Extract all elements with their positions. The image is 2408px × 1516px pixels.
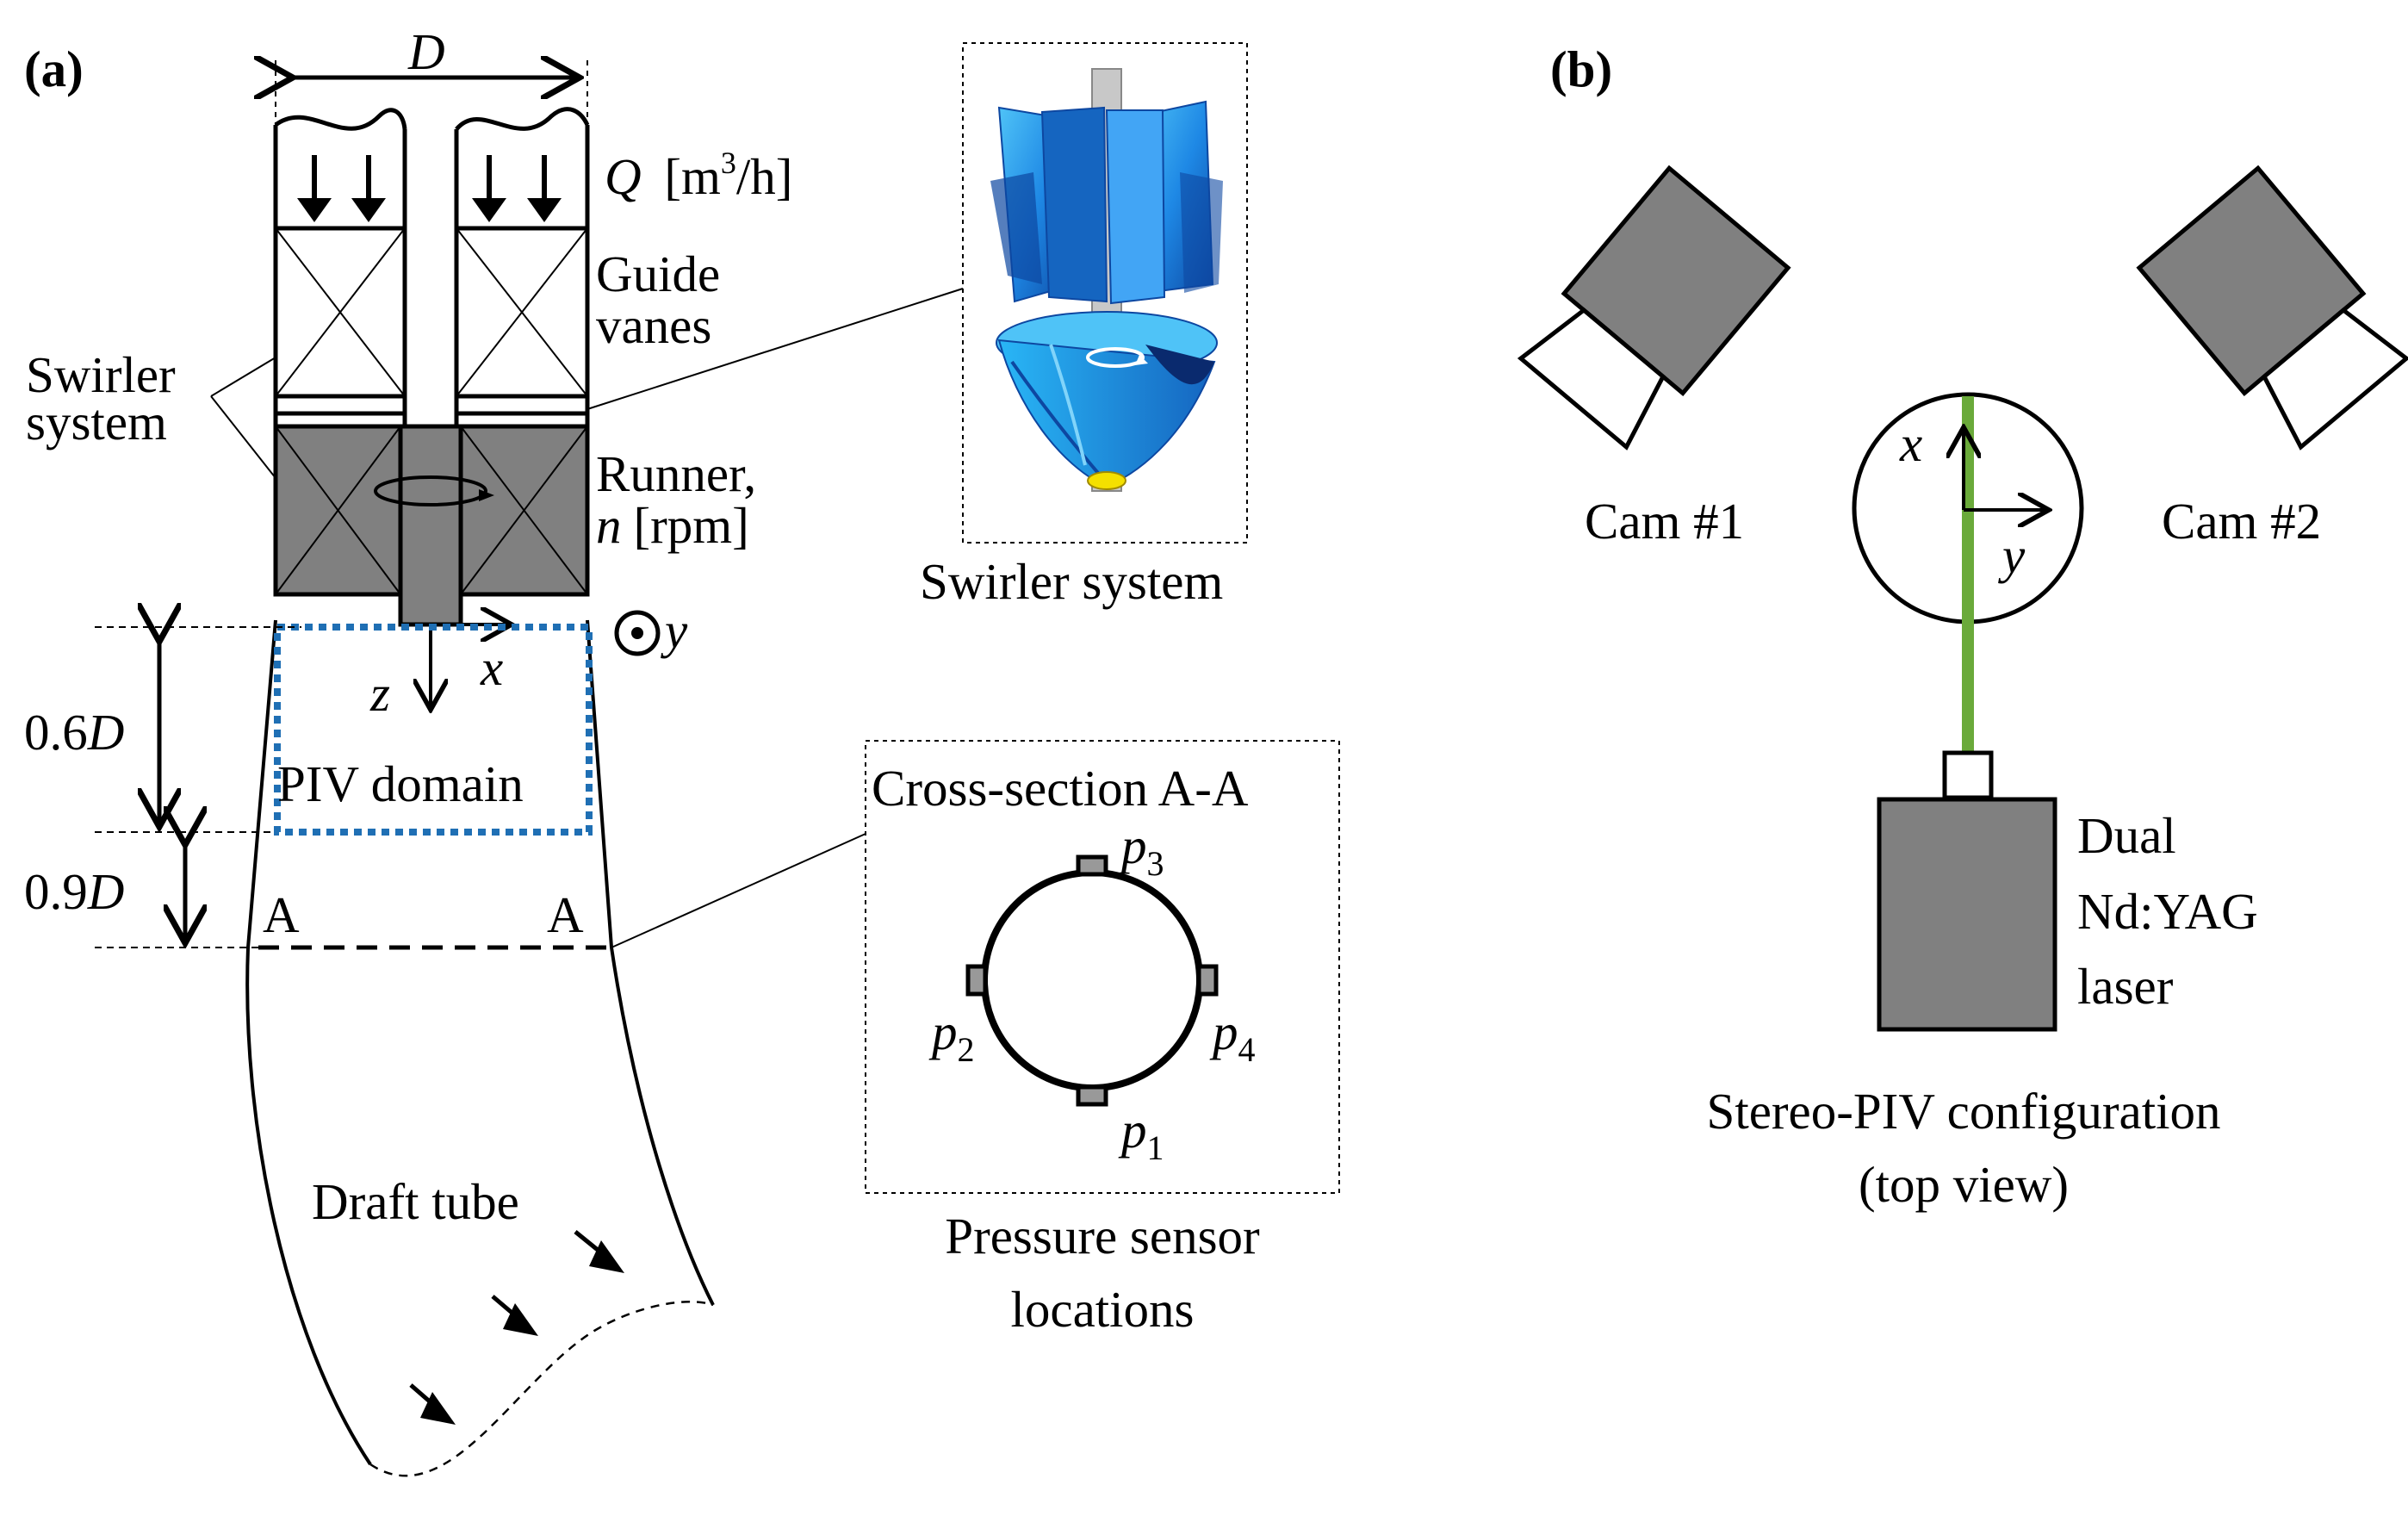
section-leader-line [611,833,866,948]
pressure-caption-1: Pressure sensor [945,1208,1260,1264]
svg-text:Q [m3/h]: Q [m3/h] [605,146,792,205]
p3-p: p [1118,817,1147,874]
piv-domain-label: PIV domain [277,755,524,812]
runner-label-2: n[rpm] [596,497,749,554]
runner [273,424,590,627]
sensor-p3-marker [1076,854,1108,877]
flow-Q: Q [605,148,642,205]
p1-p: p [1118,1102,1147,1159]
stereo-piv-caption-2: (top view) [1859,1156,2069,1213]
cross-section-circle [965,854,1219,1107]
sensor-p1-label: p1 [1118,1102,1164,1167]
guide-vanes [273,226,590,416]
swirler-leader-line [586,288,964,410]
dimension-06D-label: 0.6D [24,704,124,761]
dimension-06D-09D [95,627,301,948]
flow-unit-sup: 3 [721,146,736,180]
dimension-09D-label: 0.9D [24,863,124,920]
panel-b-label: (b) [1550,40,1612,97]
axes-b: x y [1899,415,2045,584]
camera-2-icon [2136,165,2408,450]
swirler-label-1: Swirler [26,346,176,403]
dim-09-D: D [87,863,125,920]
cross-section-title: Cross-section A-A [872,760,1249,817]
panel-a-label: (a) [24,40,84,97]
dimension-D: D [276,23,588,129]
flow-unit-pre: [m [664,148,721,205]
laser-label-3: laser [2077,958,2174,1015]
camera-2-label: Cam #2 [2162,493,2321,550]
piv-domain-box [274,624,593,836]
dim-06-D: D [87,704,125,761]
p2-sub: 2 [958,1030,975,1069]
sensor-p4-label: p4 [1209,1003,1256,1069]
axis-x-label-b: x [1899,415,1922,472]
draft-tube-label: Draft tube [312,1173,519,1230]
pressure-caption-2: locations [1010,1281,1194,1338]
swirler-label-2: system [26,394,167,450]
runner-unit: [rpm] [634,497,749,554]
p4-sub: 4 [1238,1030,1256,1069]
axis-z-label-a: z [369,665,390,722]
section-A-right: A [547,886,584,943]
section-A-left: A [263,886,300,943]
sensor-p3-label: p3 [1118,817,1164,883]
flow-unit-post: /h] [736,148,793,205]
stereo-piv-caption-1: Stereo-PIV configuration [1707,1083,2221,1140]
p3-sub: 3 [1147,844,1164,883]
laser-label-1: Dual [2077,807,2176,864]
dim-09: 0.9 [24,863,88,920]
axes-a: x z y [369,602,688,722]
dimension-D-label: D [407,23,445,80]
runner-label-1: Runner, [596,445,756,502]
axis-y-label-a: y [661,602,688,659]
sensor-p4-marker [1196,964,1219,997]
flow-rate-label: Q [m3/h] [605,146,792,205]
draft-flow-arrows [409,1230,624,1425]
laser-label-2: Nd:YAG [2077,883,2258,940]
camera-1-icon [1517,165,1791,450]
dim-06: 0.6 [24,704,88,761]
axis-x-label-a: x [480,639,503,696]
axis-y-label-b: y [1998,527,2026,584]
cross-section-inset-frame [865,740,1340,1194]
p4-p: p [1209,1003,1238,1060]
swirler-inset-caption: Swirler system [920,553,1223,610]
runner-n: n [596,497,622,554]
swirler-inset-frame [962,42,1248,544]
camera-1-label: Cam #1 [1585,493,1744,550]
sensor-p2-marker [965,964,988,997]
p1-sub: 1 [1147,1128,1164,1167]
p2-p: p [928,1003,958,1060]
sensor-p2-label: p2 [928,1003,975,1069]
flow-arrows [297,155,562,222]
swirler-render-image [990,68,1223,492]
sensor-p1-marker [1076,1084,1108,1107]
laser-icon [1877,750,2057,1032]
guide-vanes-label-1: Guide [596,245,720,302]
draft-tube [245,619,715,1477]
guide-vanes-label-2: vanes [596,297,711,354]
